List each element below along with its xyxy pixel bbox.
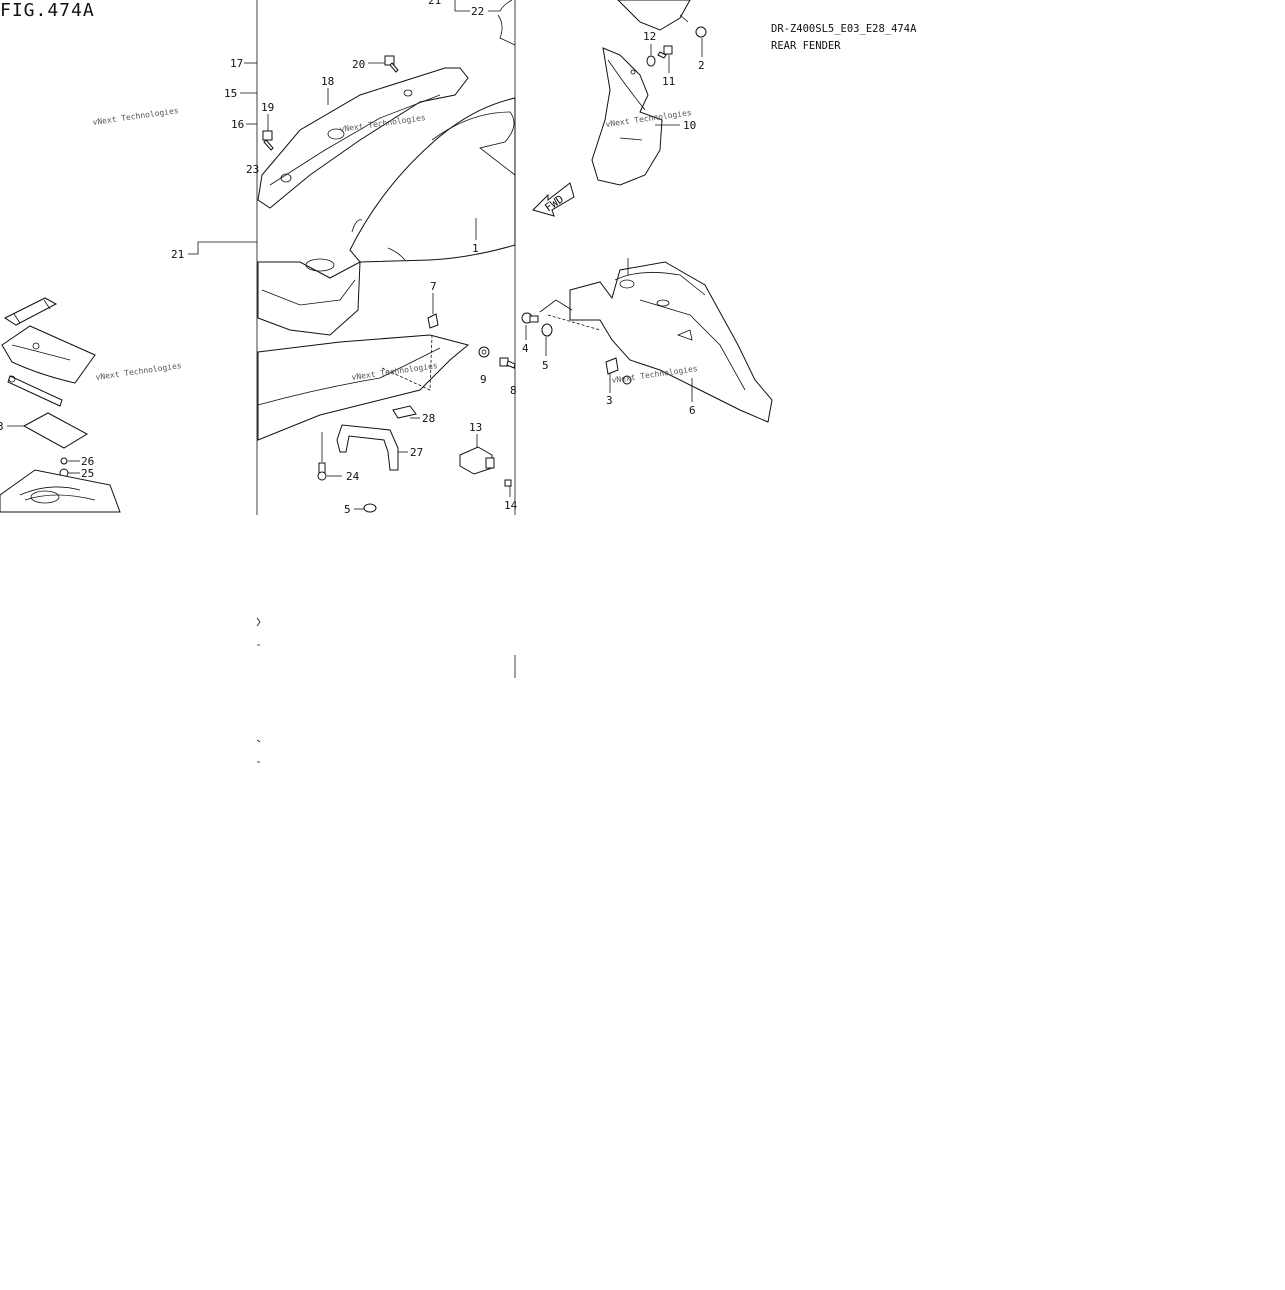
callout-6: 6 [689, 404, 696, 417]
callout-21-top: 21 [428, 0, 441, 7]
fwd-arrow: FWD [532, 182, 575, 217]
watermark: vNext Technologies [95, 361, 182, 382]
diagram-code: DR-Z400SL5_E03_E28_474A [771, 23, 917, 35]
part-21-edge [497, 14, 516, 46]
grommet-5-upper [541, 323, 553, 356]
callout-7: 7 [430, 280, 437, 293]
callout-3-right: 3 [606, 394, 613, 407]
callout-21-left: 21 [171, 248, 184, 261]
callout-12: 12 [643, 30, 656, 43]
light-13 [459, 434, 495, 475]
figure-title: FIG.474A [0, 0, 95, 21]
callout-15: 15 [224, 87, 237, 100]
callout-25: 25 [81, 467, 94, 480]
plate-part [7, 412, 89, 449]
rear-fender-1 [349, 97, 516, 263]
clip-7 [427, 293, 439, 329]
callout-20: 20 [352, 58, 365, 71]
callout-24: 24 [346, 470, 360, 483]
rear-flap-10 [591, 47, 680, 186]
bolt-2 [695, 26, 707, 57]
fragment-mark [256, 617, 516, 763]
callout-2: 2 [698, 59, 705, 72]
tail-cover-part [257, 334, 470, 441]
handle-27 [336, 424, 408, 471]
rod-part [7, 375, 63, 407]
callout-13: 13 [469, 421, 482, 434]
callout-16: 16 [231, 118, 244, 131]
bolt-11 [657, 45, 673, 73]
part-top-right [617, 0, 691, 31]
callout-3-left: 3 [0, 420, 4, 433]
callout-26: 26 [81, 455, 94, 468]
callout-10: 10 [683, 119, 696, 132]
callout-1: 1 [472, 242, 479, 255]
panel-seam [256, 0, 516, 515]
bolt-19 [262, 114, 274, 151]
bolt-20 [368, 55, 399, 73]
callout-17: 17 [230, 57, 243, 70]
strap-part [3, 297, 58, 326]
callout-numbers: 1 2 3 3 4 5 5 6 7 8 9 10 11 12 13 14 15 … [0, 0, 705, 516]
callout-19: 19 [261, 101, 274, 114]
watermark: vNext Technologies [92, 106, 179, 127]
callout-22: 22 [471, 5, 484, 18]
grommet-5-lower [354, 503, 377, 513]
callout-18: 18 [321, 75, 334, 88]
fender-bracket-6 [539, 258, 773, 423]
bolt-24 [317, 432, 342, 481]
callout-8: 8 [510, 384, 517, 397]
callout-9: 9 [480, 373, 487, 386]
bolt-8 [499, 357, 516, 369]
callout-23: 23 [246, 163, 259, 176]
callout-28: 28 [422, 412, 435, 425]
screw-14 [504, 479, 512, 497]
clip-28 [392, 405, 420, 419]
callout-5-right: 5 [542, 359, 549, 372]
callout-14: 14 [504, 499, 518, 512]
bolt-4 [521, 312, 539, 340]
mudguard-18 [257, 67, 469, 209]
seat-tray-part [257, 247, 406, 336]
seat-pouch-part [1, 325, 96, 384]
nut-3 [605, 357, 632, 393]
callout-4: 4 [522, 342, 529, 355]
leader-21-left [188, 241, 257, 255]
washer-26 [60, 457, 80, 465]
diagram-name: REAR FENDER [771, 40, 841, 52]
tray-part [0, 469, 121, 513]
callout-27: 27 [410, 446, 423, 459]
leader-22 [454, 0, 513, 12]
callout-11: 11 [662, 75, 675, 88]
washer-9 [478, 346, 490, 358]
callout-5-lower: 5 [344, 503, 351, 516]
washer-12 [646, 44, 656, 67]
